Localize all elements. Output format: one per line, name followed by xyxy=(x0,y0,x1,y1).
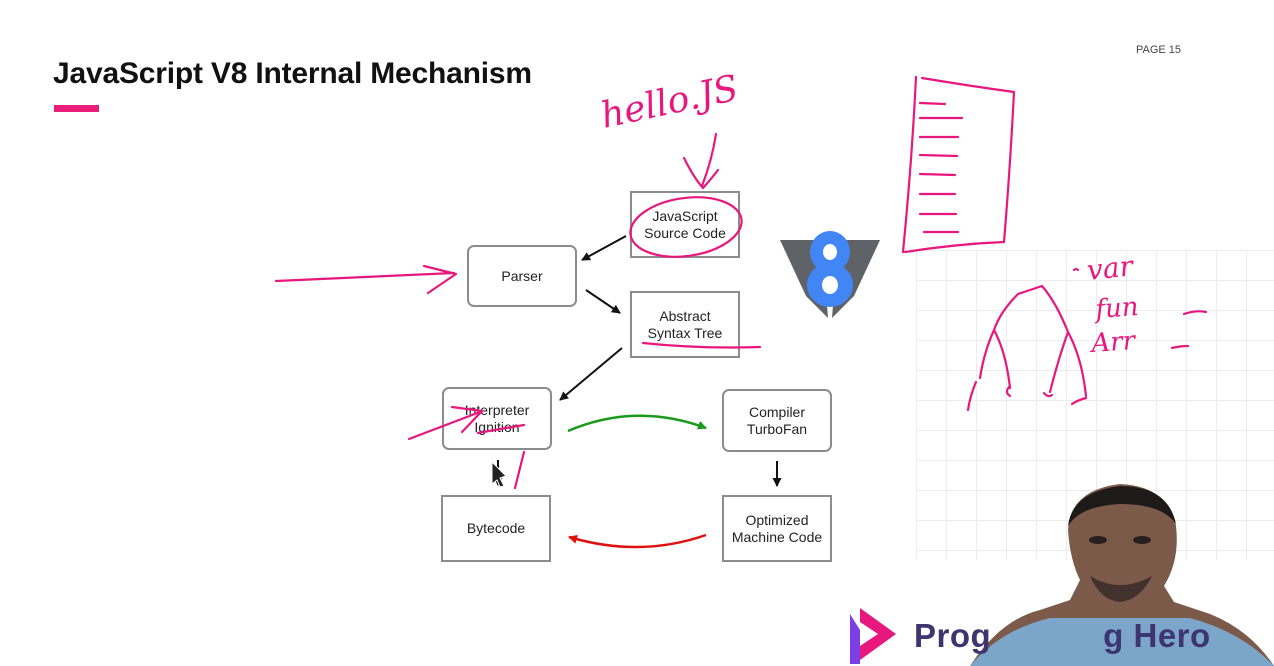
presenter-silhouette xyxy=(970,484,1274,666)
arrow-optimized-to-bytecode xyxy=(568,533,707,549)
arrow-source-to-parser xyxy=(581,235,627,261)
node-bytecode: Bytecode xyxy=(441,495,551,562)
brand-name-end: g Hero xyxy=(1103,617,1211,654)
arrow-ast-to-interpreter xyxy=(559,347,623,401)
node-bytecode-label: Bytecode xyxy=(466,520,526,536)
page-number: PAGE 15 xyxy=(1136,44,1182,56)
node-parser-label: Parser xyxy=(501,267,543,284)
node-interpreter-line1: Interpreter xyxy=(464,401,530,418)
node-interpreter-line2: Ignition xyxy=(474,418,520,435)
node-parser: Parser xyxy=(467,245,577,307)
arrow-interpreter-to-compiler xyxy=(567,414,707,433)
brand-logo-icon xyxy=(850,608,896,664)
node-source-line1: JavaScript xyxy=(652,207,718,224)
arrow-parser-to-ast xyxy=(585,289,621,314)
node-compiler-line1: Compiler xyxy=(748,403,805,420)
node-ast-line2: Syntax Tree xyxy=(647,324,723,341)
brand-name-start: Prog xyxy=(914,617,992,654)
node-source-line2: Source Code xyxy=(644,224,726,241)
presenter-webcam xyxy=(930,470,1274,666)
node-ast-line1: Abstract xyxy=(659,307,711,324)
node-optimized-line2: Machine Code xyxy=(731,528,823,545)
slide-title: JavaScript V8 Internal Mechanism xyxy=(53,57,532,90)
node-optimized-line1: Optimized xyxy=(745,511,809,528)
node-compiler-line2: TurboFan xyxy=(746,420,808,437)
title-accent-bar xyxy=(54,105,99,112)
brand-name: Prog g Hero xyxy=(914,617,1211,655)
